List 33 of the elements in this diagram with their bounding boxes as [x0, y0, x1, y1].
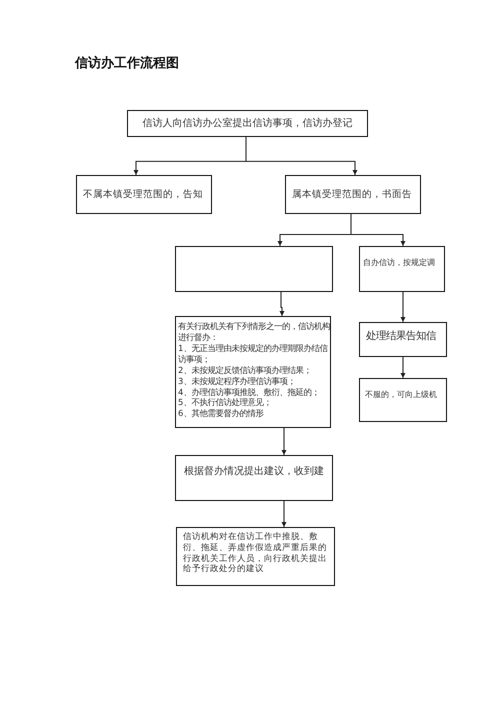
- process-box: [359, 246, 445, 292]
- step-text: 信访人向信访办公室提出信访事项，信访办登记: [142, 118, 354, 130]
- arrow: [282, 500, 286, 528]
- list-item: 2、未按规定反馈信访事项办理结果；: [178, 364, 312, 376]
- process-box: [175, 455, 333, 501]
- process-box: [359, 378, 447, 422]
- empty-box: [175, 246, 333, 292]
- list-item: 1、无正当理由未按规定的办理期限办结信访事项；: [178, 342, 329, 365]
- list-item: 6、其他需要督办的情形: [178, 408, 264, 420]
- process-box: [127, 110, 368, 137]
- list-item: 5、不执行信访处理意见；: [178, 397, 272, 408]
- step-text: 根据督办情况提出建议，收到建: [184, 466, 325, 478]
- list-item: 4、办理信访事项推脱、敷衍、拖延的；: [178, 386, 320, 398]
- step-text: 信访机构对在信访工作中推脱、敷衍、拖延、弄虚作假造成严重后果的行政机关工作人员，向行政机关提出给予行政处分的建议: [183, 532, 328, 575]
- arrow: [400, 356, 406, 378]
- title: 信访办工作流程图: [75, 56, 179, 72]
- arrow: [280, 292, 284, 316]
- step-text: 有关行政机关有下列情形之一的，信访机构进行督办：: [178, 321, 330, 343]
- step-text: 属本镇受理范围的，书面告: [292, 188, 413, 200]
- step-text: 不服的，可向上级机: [365, 390, 438, 400]
- step-text: 处理结果告知信: [366, 330, 438, 342]
- process-box: [359, 322, 447, 357]
- process-box: [175, 316, 331, 428]
- step-text: 不属本镇受理范围的，告知: [83, 188, 204, 200]
- process-box: [176, 527, 335, 586]
- arrow: [282, 428, 286, 456]
- arrow: [350, 214, 406, 246]
- arrow: [400, 292, 406, 322]
- list-item: 3、未按规定程序办理信访事项；: [178, 376, 296, 387]
- arrow: [246, 136, 358, 176]
- process-box: [285, 175, 421, 214]
- step-text: 自办信访，按规定调: [363, 258, 436, 268]
- process-box: [76, 175, 212, 214]
